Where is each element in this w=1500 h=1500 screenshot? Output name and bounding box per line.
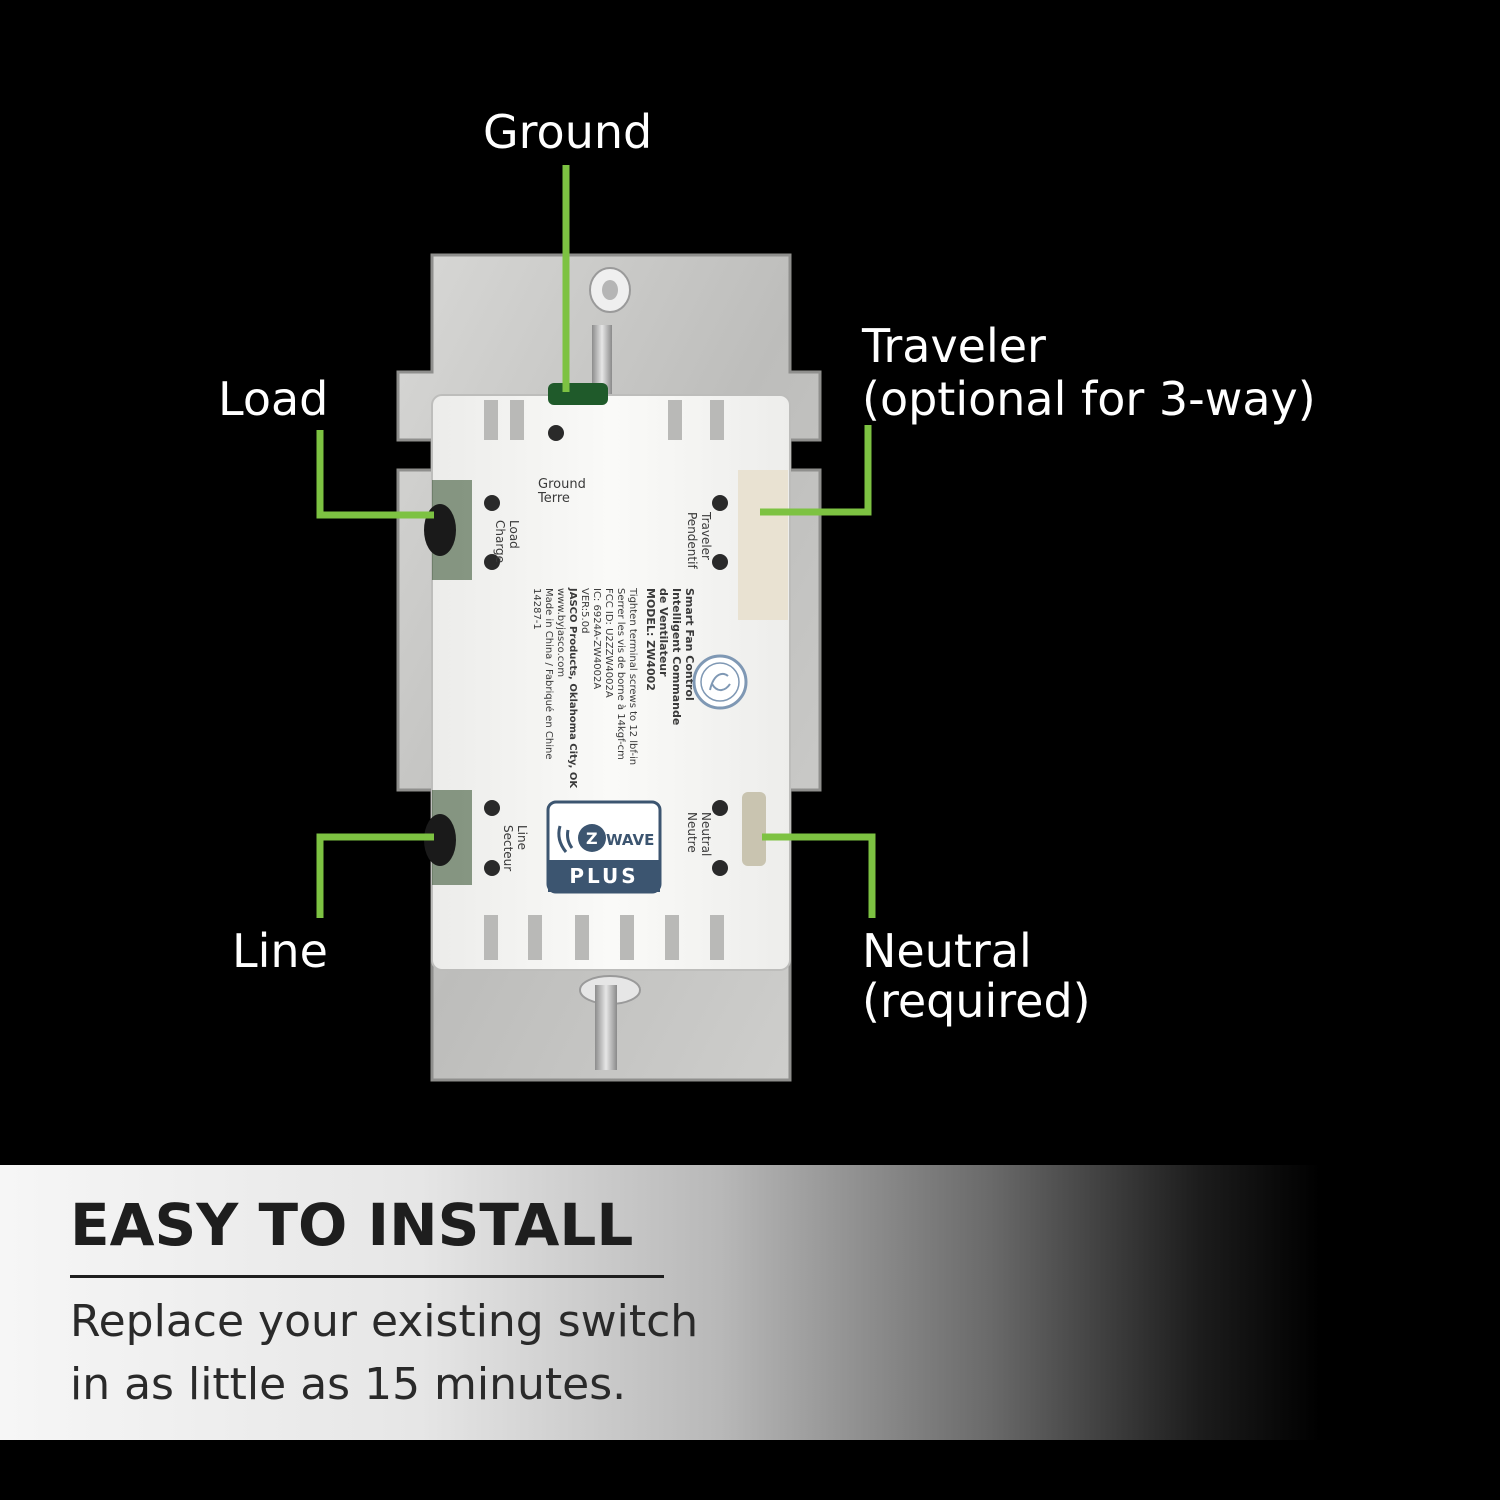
spec-line: JASCO Products, Oklahoma City, OK [567,587,578,789]
traveler-callout-line [760,425,872,516]
device-load-label: Load [507,520,521,549]
spec-line: de Ventilateur [657,588,670,677]
neutral-callout-label: Neutral [862,924,1032,978]
spec-line: Serrer les vis de borne à 14kgf-cm [615,588,627,760]
spec-line: FCC ID: U2ZZW4002A [603,588,614,698]
callout-lines [316,165,876,918]
zwave-z-letter: Z [586,829,598,848]
banner-body-line-1: Replace your existing switch [70,1296,699,1347]
device-ground-label: Ground [538,477,586,492]
device-terre-label: Terre [537,491,570,506]
device-secteur-label: Secteur [501,825,515,871]
spec-line: Smart Fan Control [683,588,696,701]
device-pendentif-label: Pendentif [685,512,699,569]
device-neutre-label: Neutre [685,812,699,853]
ground-callout-label: Ground [483,105,653,159]
line-callout-label: Line [232,924,328,978]
bottom-mounting-screw [579,975,641,1070]
load-callout-line [316,430,434,519]
load-callout-label: Load [218,372,329,426]
spec-line: VER:5.0d [579,588,590,633]
device-spec-text: Smart Fan Control Intelligent Commande d… [531,587,696,789]
device-traveler-label: Traveler [699,511,713,560]
neutral-callout-line [762,833,876,918]
spec-line: Intelligent Commande [670,588,683,725]
line-terminal-screw [424,814,456,866]
device-line-label: Line [515,825,529,850]
device-neutral-label: Neutral [699,812,713,856]
banner-title: EASY TO INSTALL [70,1191,634,1259]
spec-line: MODEL: ZW4002 [644,588,657,691]
banner-body-line-2: in as little as 15 minutes. [70,1359,627,1410]
traveler-callout-label: Traveler [862,319,1046,373]
top-mounting-screw [589,267,631,395]
zwave-plus-text: PLUS [569,864,638,888]
spec-line: 14287-1 [531,588,542,630]
neutral-terminal-screw [742,792,766,866]
banner-divider [70,1275,664,1278]
zwave-brand-text: WAVE [606,831,654,849]
spec-line: Made in China / Fabriqué en Chine [543,588,555,760]
line-callout-line [316,833,434,918]
neutral-callout-sublabel: (required) [862,974,1091,1028]
spec-line: Tighten terminal screws to 12 lbf-in [627,587,638,765]
traveler-callout-sublabel: (optional for 3-way) [862,372,1316,426]
spec-line: www.byjasco.com [555,588,566,677]
ge-logo [692,654,748,710]
zwave-plus-badge: Z WAVE PLUS [546,800,662,894]
spec-line: IC: 6924A-ZW4002A [591,588,602,689]
terminal-holes [484,495,728,876]
device-charge-label: Charge [493,520,507,563]
feature-banner [0,1165,1500,1440]
